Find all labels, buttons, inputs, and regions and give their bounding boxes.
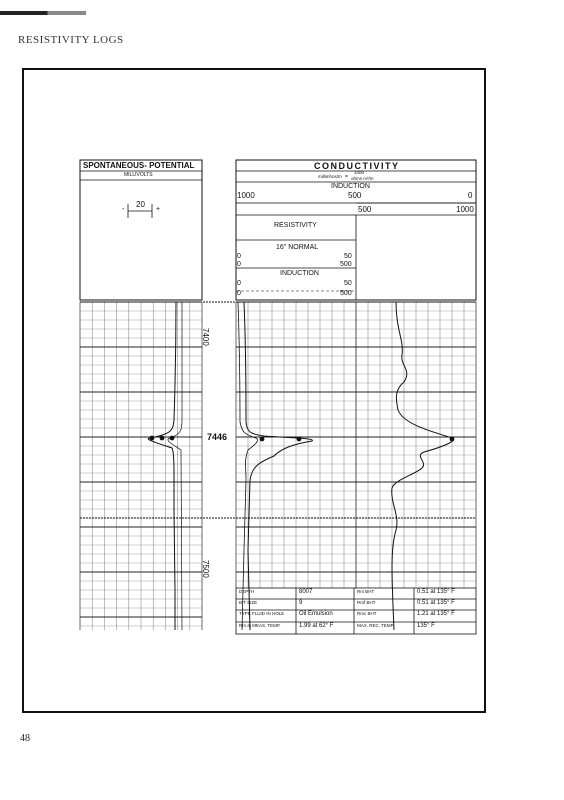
cond-scale2-left: 500 (358, 205, 372, 214)
info-cell: MAX. REC. TEMP. (357, 623, 395, 628)
sp-scale-plus: + (156, 206, 161, 213)
info-cell: 9 (299, 600, 303, 606)
info-cell: 1.99 at 62° F (299, 623, 334, 629)
conductivity-induction-label: INDUCTION (331, 183, 370, 190)
well-log-figure (79, 159, 477, 635)
ind-scale-1-left: 0 (237, 280, 241, 287)
info-cell: TYPE FLUID IN HOLE (239, 611, 285, 616)
info-cell: DEPTH (239, 589, 255, 594)
info-table (235, 587, 477, 635)
conductivity-track-grid (80, 301, 477, 588)
resistivity-title: RESISTIVITY (274, 222, 317, 229)
conductivity-units-left: millimhos/m (318, 174, 342, 179)
sp-title: SPONTANEOUS- POTENTIAL (83, 161, 195, 170)
induction-curve (237, 301, 258, 631)
info-cell: 1.21 at 135° F (417, 611, 455, 617)
marker-dots (149, 435, 455, 442)
cond-scale-mid: 500 (348, 191, 362, 200)
info-cell: 8007 (299, 589, 313, 595)
res-induction-label: INDUCTION (280, 270, 319, 277)
figure-frame: SPONTANEOUS- POTENTIAL MILLIVOLTS 20 - +… (22, 68, 486, 713)
cond-scale-right: 0 (468, 191, 473, 200)
normal-scale-1-right: 50 (344, 253, 352, 260)
normal-scale-1-left: 0 (237, 253, 241, 260)
info-cell: 135° F (417, 623, 435, 629)
ind-scale-2-left: 0 (237, 290, 241, 297)
info-cell: 0.51 at 135° F (417, 600, 455, 606)
header-rule (0, 11, 86, 15)
normal-scale-2-right: 500 (340, 261, 352, 268)
sp-scale-bracket (127, 204, 153, 218)
info-cell: Rmf BHT (357, 600, 376, 605)
depth-label-7446: 7446 (207, 432, 228, 442)
info-cell: Rm BHT (357, 589, 375, 594)
conductivity-units-den: ohms m²/m (351, 176, 374, 181)
conductivity-title: CONDUCTIVITY (314, 161, 400, 171)
normal-curve (243, 301, 313, 631)
ind-scale-1-right: 50 (344, 280, 352, 287)
depth-label-7400: 7400 (201, 328, 210, 346)
sp-scale-value: 20 (136, 200, 145, 209)
sp-curve (147, 301, 177, 630)
conductivity-curve (391, 301, 454, 631)
cond-scale2-right: 1000 (456, 205, 474, 214)
conductivity-units-num: 1000 (354, 170, 365, 175)
sp-scale-minus: - (122, 206, 125, 213)
ind-scale-2-right: 500 (340, 290, 352, 297)
sp-units: MILLIVOLTS (124, 172, 153, 178)
normal-label: 16" NORMAL (276, 244, 319, 251)
info-cell: BIT SIZE (239, 600, 258, 605)
log-curves (147, 301, 454, 631)
info-cell: Rmc BHT (357, 611, 377, 616)
sp-track-grid (79, 301, 203, 630)
depth-label-7500: 7500 (201, 560, 210, 578)
info-cell: Rm at MEAS. TEMP. (239, 623, 281, 628)
conductivity-header-box (235, 159, 477, 301)
info-cell: 0.51 at 135° F (417, 589, 455, 595)
running-head: RESISTIVITY LOGS (18, 34, 124, 46)
sp-header-box (79, 159, 203, 301)
conductivity-units-eq: = (345, 174, 348, 180)
page-number: 48 (20, 733, 30, 744)
info-cell: Oil Emulsion (299, 611, 333, 617)
normal-scale-2-left: 0 (237, 261, 241, 268)
cond-scale-left: 1000 (237, 191, 255, 200)
